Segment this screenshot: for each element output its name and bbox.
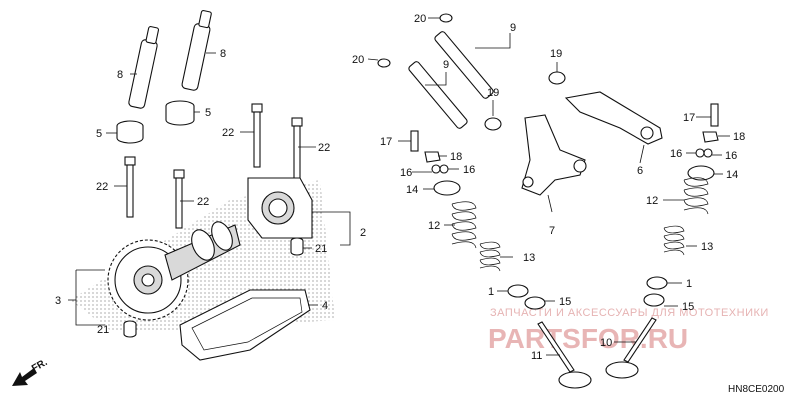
spring-seat-1-left [507,284,529,298]
bolt-22-c [124,156,136,218]
stem-seal-15-left [524,296,546,310]
callout-7: 7 [549,225,555,237]
callout-14b: 14 [726,169,738,181]
callout-15b: 15 [682,301,694,313]
callout-22d: 22 [197,196,209,208]
callout-13b: 13 [701,241,713,253]
rocker-arm-7 [521,114,587,196]
seal-19-upper [548,71,566,85]
valve-spring-outer-right [683,177,709,215]
callout-21b: 21 [97,324,109,336]
callout-12b: 12 [646,195,658,207]
diagram-reference-code: HN8CE0200 [728,384,785,395]
o-ring-20-upper [439,13,453,23]
callout-6: 6 [637,165,643,177]
callout-3: 3 [55,295,61,307]
rocker-arm-6 [564,91,663,145]
valve-spring-inner-left [479,241,501,272]
callout-15a: 15 [559,296,571,308]
callout-13a: 13 [523,252,535,264]
adjusting-screw-17-right [710,103,719,127]
callout-17b: 17 [683,112,695,124]
callout-4: 4 [322,300,328,312]
callout-5b: 5 [205,107,211,119]
adjusting-screw-17-left [410,130,419,152]
callout-22b: 22 [318,142,330,154]
valve-spring-outer-left [451,201,477,249]
bolt-22-d [173,169,185,229]
callout-1b: 1 [686,278,692,290]
washer-16-right-a [695,148,705,158]
dowel-pin-21-lower [123,320,137,338]
stem-seal-15-right [643,293,665,307]
arrow-icon [12,368,37,386]
lock-nut-18-left [424,151,441,163]
lock-nut-18-right [702,131,719,143]
o-ring-20-lower [377,58,391,68]
valve-pushrod-upper [434,31,494,99]
washer-16-left-a [431,164,441,174]
spring-retainer-14-right [687,165,715,181]
pushrod-tube-right [181,10,212,91]
callout-14a: 14 [406,184,418,196]
valve-spring-inner-right [663,225,685,256]
callout-22a: 22 [222,127,234,139]
callout-8a: 8 [117,69,123,81]
leader-lines [68,17,730,356]
callout-19b: 19 [487,87,499,99]
callout-11: 11 [531,350,542,362]
collar-right [165,100,195,126]
callout-17a: 17 [380,136,392,148]
spring-seat-1-right [646,276,668,290]
collar-left [116,120,144,144]
spring-retainer-14-left [433,180,461,196]
front-direction-label: FR. [30,357,50,375]
callout-labels: 20 9 19 20 9 19 8 8 5 5 22 22 22 22 2 21… [55,13,745,362]
pushrod-tube-left [128,26,160,109]
cylinder-head-cover-gasket [179,289,311,361]
camshaft-sprocket [107,239,189,321]
callout-20a: 20 [414,13,426,25]
callout-9b: 9 [443,59,449,71]
camshaft [164,221,241,281]
callout-20b: 20 [352,54,364,66]
callout-5a: 5 [96,128,102,140]
callout-18b: 18 [733,131,745,143]
callout-16d: 16 [725,150,737,162]
callout-16b: 16 [463,164,475,176]
callout-16a: 16 [400,167,412,179]
watermark-line2: PARTSFOR.RU [488,323,688,354]
callout-8b: 8 [220,48,226,60]
callout-10: 10 [600,337,612,349]
callout-1a: 1 [488,286,494,298]
valve-11 [537,321,592,389]
bolt-22-a [251,103,263,168]
bolt-22-b [291,117,303,187]
callout-22c: 22 [96,181,108,193]
callout-21a: 21 [315,243,327,255]
seal-19-lower [484,117,502,131]
watermark-line1: ЗАПЧАСТИ И АКСЕССУАРЫ ДЛЯ МОТОТЕХНИКИ [490,307,769,319]
valve-pushrod-lower [408,61,468,129]
callout-9a: 9 [510,22,516,34]
callout-2: 2 [360,227,366,239]
dowel-pin-21-upper [290,237,304,256]
callout-12a: 12 [428,220,440,232]
front-direction-arrow: FR. [12,357,50,386]
cam-holder [247,177,313,239]
callout-16c: 16 [670,148,682,160]
callout-19a: 19 [550,48,562,60]
washer-16-right-b [703,148,713,158]
washer-16-left-b [439,164,449,174]
valve-10 [605,317,657,379]
callout-18a: 18 [450,151,462,163]
